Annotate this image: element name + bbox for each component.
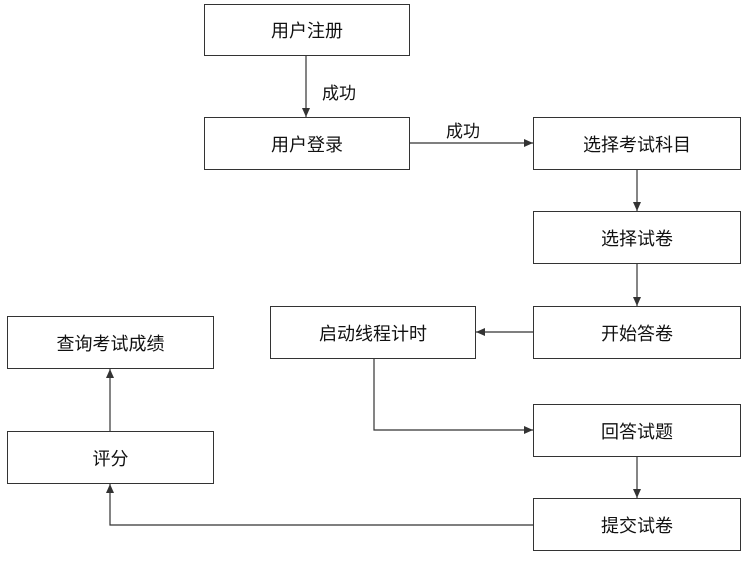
edge-label-register-login: 成功 [322,84,356,104]
arrow-submit-to-score [106,484,533,526]
node-select-paper: 选择试卷 [533,211,741,264]
node-start-timer: 启动线程计时 [270,306,476,359]
node-submit-paper: 提交试卷 [533,498,741,551]
node-select-subject: 选择考试科目 [533,117,741,170]
node-login: 用户登录 [204,117,410,170]
edge-label-login-subject: 成功 [446,122,480,142]
node-answer-questions: 回答试题 [533,404,741,457]
node-register: 用户注册 [204,4,410,56]
node-score: 评分 [7,431,214,484]
arrow-timer-to-answer [373,359,533,434]
node-start-answer: 开始答卷 [533,306,741,359]
node-query-results: 查询考试成绩 [7,316,214,369]
